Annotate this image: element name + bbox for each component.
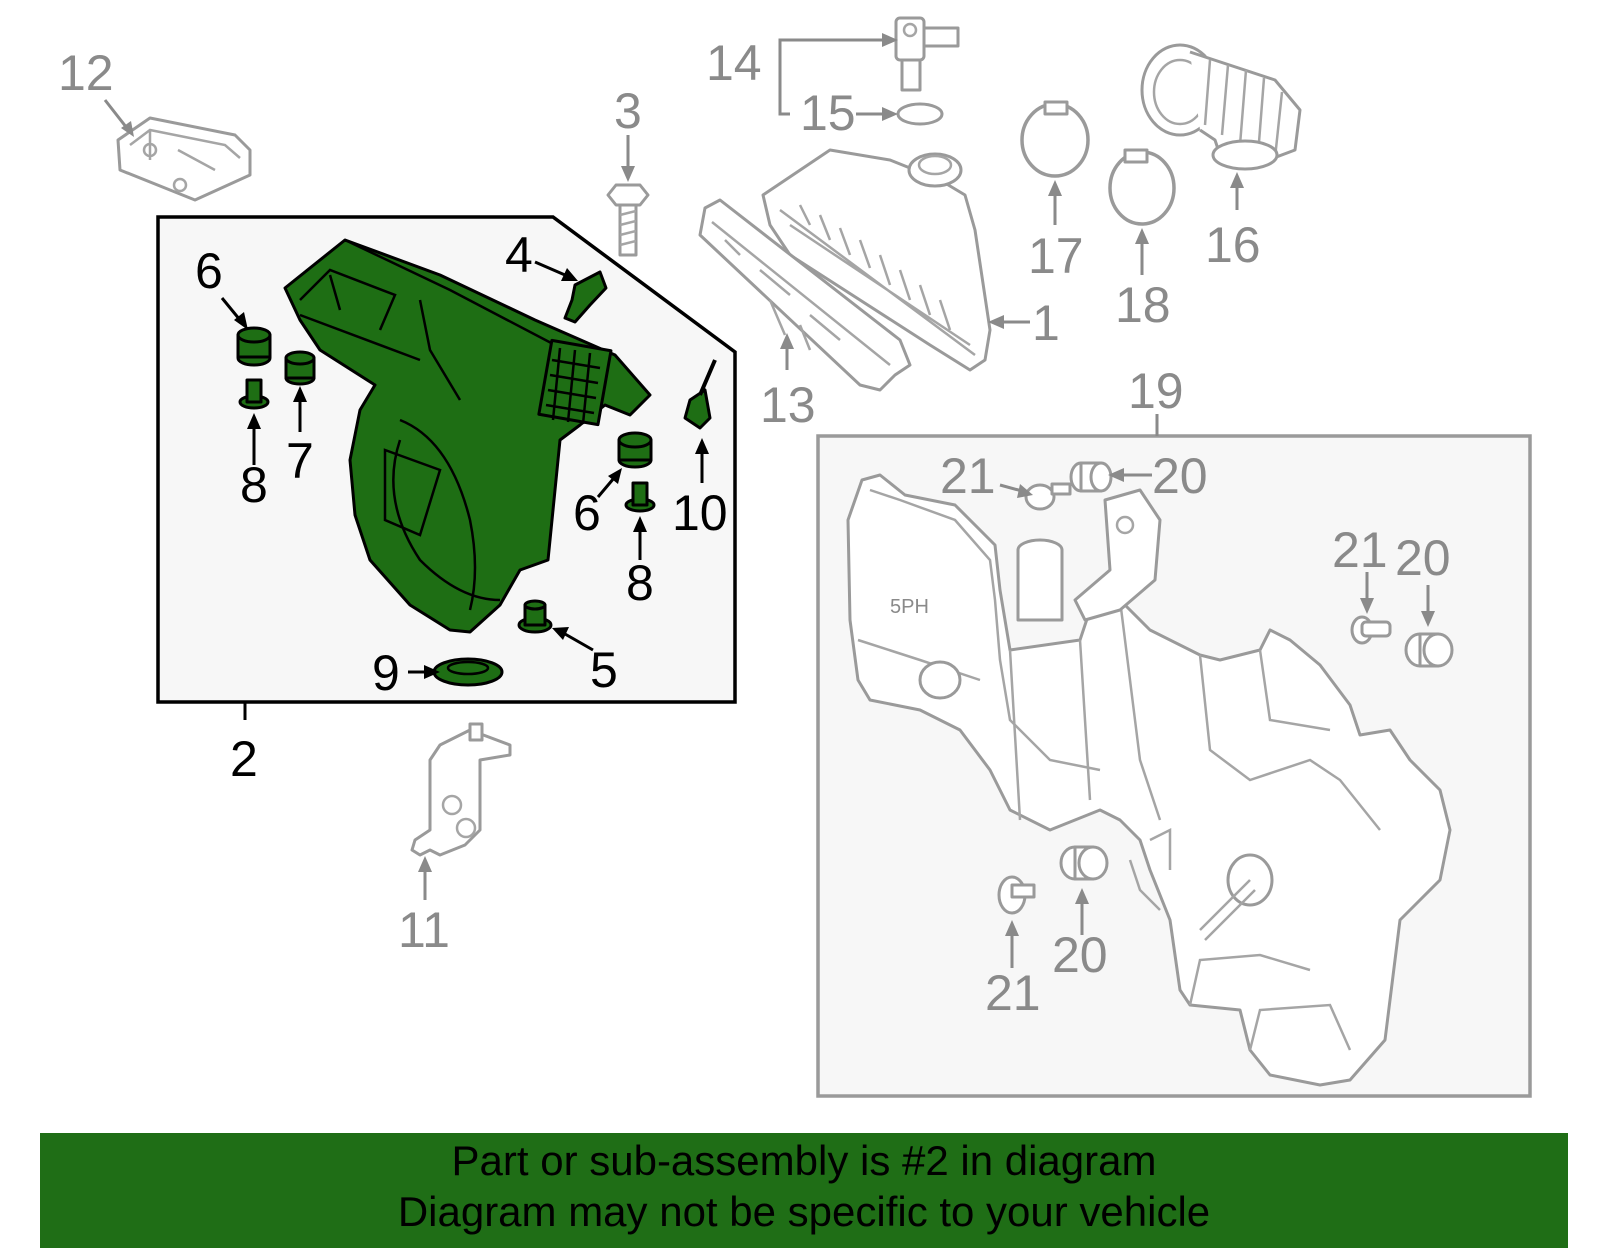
pin-8-right[interactable] — [624, 481, 656, 513]
leader-21a — [999, 483, 1023, 493]
arrowhead-10 — [695, 438, 709, 454]
callout-8a: 8 — [240, 457, 268, 513]
arrowhead-4 — [561, 268, 578, 281]
arrowhead-21a — [1017, 484, 1033, 498]
lower-housing-19[interactable] — [846, 473, 1452, 1087]
banner-line-disclaimer: Diagram may not be specific to your vehi… — [397, 1188, 1211, 1235]
clamp-18[interactable] — [1108, 148, 1176, 226]
arrowhead-6b — [608, 468, 622, 484]
arrowhead-16 — [1230, 172, 1244, 188]
arrowhead-20b — [1421, 611, 1435, 627]
filter-element-13[interactable] — [698, 198, 912, 392]
grommet-20-right[interactable] — [1404, 632, 1454, 668]
callout-15: 15 — [800, 85, 856, 141]
intake-hose-16[interactable] — [1140, 43, 1302, 171]
callout-14: 14 — [706, 35, 762, 91]
bolt-21-top[interactable] — [1024, 482, 1072, 511]
callout-10: 10 — [672, 485, 728, 541]
o-ring-15[interactable] — [896, 102, 944, 126]
callout-17: 17 — [1028, 228, 1084, 284]
grommet-5[interactable] — [517, 599, 553, 634]
callout-2: 2 — [230, 731, 258, 787]
arrowhead-9 — [424, 665, 440, 679]
callout-19: 19 — [1128, 363, 1184, 419]
clip-4[interactable] — [563, 270, 608, 324]
bolt-21-bottom[interactable] — [997, 875, 1036, 915]
air-filter-cover-1[interactable] — [761, 148, 992, 372]
callout-1: 1 — [1032, 295, 1060, 351]
callout-18: 18 — [1115, 277, 1171, 333]
callout-20b: 20 — [1395, 530, 1451, 586]
arrowhead-21c — [1005, 920, 1019, 936]
banner-line-part-number: Part or sub-assembly is #2 in diagram — [451, 1137, 1157, 1184]
grommet-7[interactable] — [284, 350, 316, 386]
callout-20a: 20 — [1152, 448, 1208, 504]
arrowhead-1 — [988, 315, 1004, 329]
callout-13: 13 — [760, 377, 816, 433]
arrowhead-5 — [552, 627, 569, 640]
leader-4 — [534, 260, 566, 277]
air-cleaner-housing-2[interactable] — [283, 238, 652, 634]
arrowhead-15 — [882, 107, 898, 121]
callout-6a: 6 — [195, 243, 223, 299]
callout-12: 12 — [58, 45, 114, 101]
arrowhead-6a — [234, 312, 248, 330]
callout-9: 9 — [372, 645, 400, 701]
arrowhead-20a — [1108, 468, 1124, 482]
leader-6a — [220, 297, 242, 321]
grommet-20-top[interactable] — [1069, 461, 1113, 493]
clamp-17[interactable] — [1020, 100, 1090, 178]
grommet-6-right[interactable] — [617, 431, 653, 469]
bracket-11[interactable] — [410, 722, 512, 857]
arrowhead-11 — [418, 856, 432, 872]
callout-6b: 6 — [573, 485, 601, 541]
bolt-3[interactable] — [606, 183, 650, 257]
callout-5: 5 — [590, 642, 618, 698]
bracket-12[interactable] — [116, 116, 252, 202]
callout-11: 11 — [398, 902, 450, 958]
callout-4: 4 — [505, 227, 533, 283]
grommet-20-bottom[interactable] — [1059, 845, 1109, 881]
arrowhead-17 — [1048, 180, 1062, 196]
arrowhead-12 — [121, 121, 134, 137]
seal-9[interactable] — [432, 657, 504, 687]
callout-7: 7 — [286, 433, 314, 489]
callout-20c: 20 — [1052, 927, 1108, 983]
sensor-14[interactable] — [894, 16, 960, 92]
leader-14 — [778, 38, 890, 65]
arrowhead-20c — [1075, 888, 1089, 904]
arrowhead-3 — [621, 166, 635, 182]
callout-21b: 21 — [1332, 522, 1388, 578]
leader-6b — [596, 477, 616, 498]
arrowhead-21b — [1360, 598, 1374, 614]
callout-16: 16 — [1205, 217, 1261, 273]
leader-15 — [778, 65, 790, 116]
arrowhead-18 — [1135, 228, 1149, 244]
callout-8b: 8 — [626, 555, 654, 611]
leader-5 — [564, 632, 594, 652]
arrowhead-8b — [633, 516, 647, 532]
housing-marking: 5PH — [890, 596, 929, 618]
pin-8-left[interactable] — [238, 378, 270, 410]
arrowhead-14 — [882, 33, 898, 47]
callout-3: 3 — [614, 83, 642, 139]
bolt-21-right[interactable] — [1350, 615, 1392, 645]
info-banner: Part or sub-assembly is #2 in diagram Di… — [40, 1133, 1568, 1248]
callout-21c: 21 — [985, 965, 1041, 1021]
bracket-10[interactable] — [683, 359, 717, 430]
grommet-6-left[interactable] — [236, 326, 272, 367]
arrowhead-7 — [293, 386, 307, 402]
callout-21a: 21 — [940, 448, 996, 504]
arrowhead-8a — [247, 413, 261, 429]
arrowhead-13 — [780, 333, 794, 349]
